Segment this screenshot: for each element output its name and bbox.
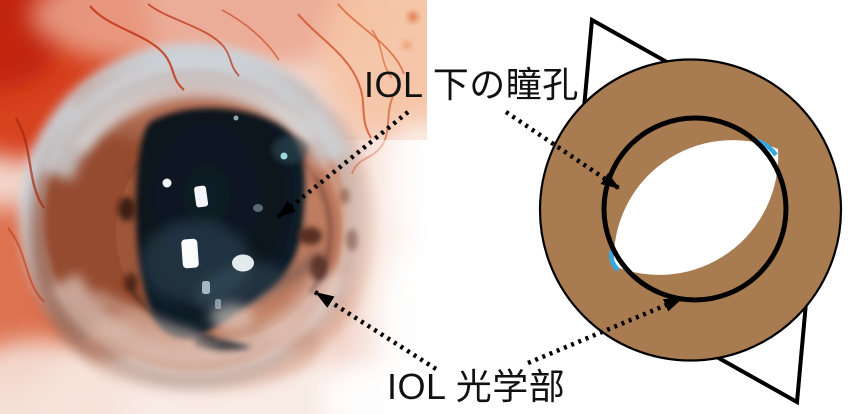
schematic-iol-optic-circle (601, 115, 789, 303)
label-iol-optic: IOL 光学部 (387, 366, 566, 407)
schematic-iris-disc (538, 58, 843, 362)
schematic-pupil-lens-shape (613, 140, 779, 275)
arrow-pupil-to-schematic (504, 110, 622, 191)
schematic-haptic-marks-blue (609, 138, 778, 272)
schematic-plate-haptic-outline (566, 16, 823, 406)
arrow-optic-to-schematic (527, 295, 684, 366)
label-pupil-under-iol: IOL 下の瞳孔 (364, 64, 579, 105)
pale-streaks (93, 290, 254, 351)
eye-photograph (0, 0, 427, 414)
